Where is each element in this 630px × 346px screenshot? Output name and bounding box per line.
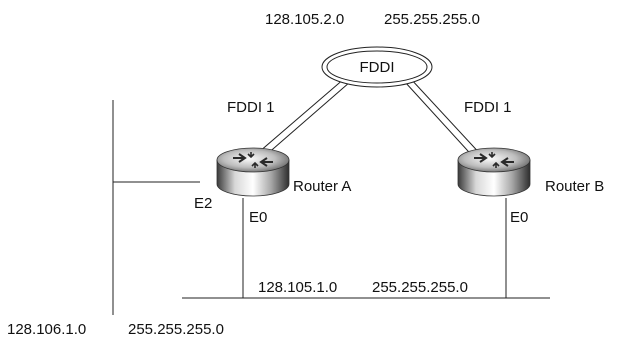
fddi-link-router-b	[404, 77, 485, 163]
router-a-e0-label: E0	[249, 209, 267, 226]
network-links	[112, 77, 550, 315]
fddi-subnet-mask: 255.255.255.0	[384, 11, 480, 28]
fddi-subnet-address: 128.105.2.0	[265, 11, 344, 28]
fddi-link-router-a	[251, 77, 351, 163]
router-b-icon	[457, 147, 531, 197]
router-a-fddi-interface: FDDI 1	[227, 99, 275, 116]
fddi-ring-icon: FDDI	[321, 46, 433, 88]
lan-e0-subnet-address: 128.105.1.0	[258, 279, 337, 296]
lan-e2-subnet-mask: 255.255.255.0	[128, 321, 224, 338]
router-a-e2-label: E2	[194, 195, 212, 212]
lan-e2-subnet-address: 128.106.1.0	[7, 321, 86, 338]
router-a-icon	[216, 147, 290, 197]
router-b-fddi-interface: FDDI 1	[464, 99, 512, 116]
lan-e0-subnet-mask: 255.255.255.0	[372, 279, 468, 296]
fddi-ring-label: FDDI	[360, 59, 395, 76]
router-b-e0-label: E0	[510, 209, 528, 226]
router-a-name: Router A	[293, 178, 351, 195]
router-b-name: Router B	[545, 178, 604, 195]
